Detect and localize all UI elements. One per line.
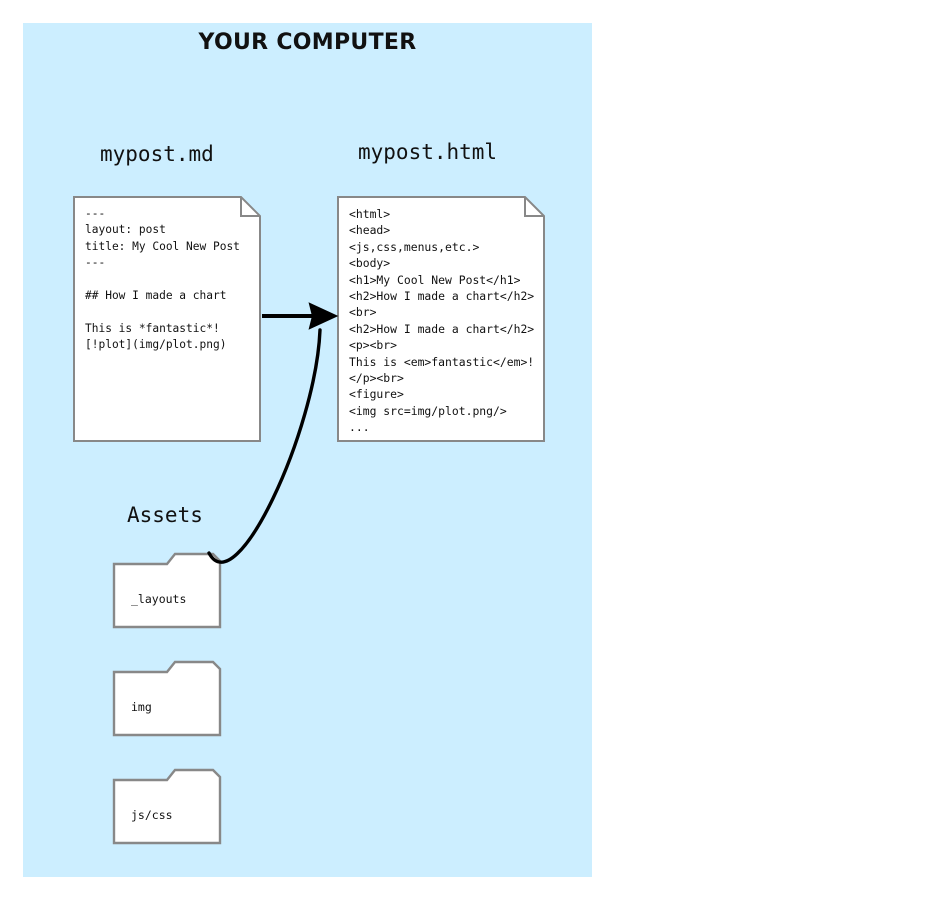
folder-js-css[interactable]: js/css bbox=[112, 768, 222, 845]
folder-layouts[interactable]: _layouts bbox=[112, 552, 222, 629]
document-page-icon bbox=[337, 196, 545, 442]
folder-img[interactable]: img bbox=[112, 660, 222, 737]
markdown-file-caption: mypost.md bbox=[100, 142, 214, 166]
folder-icon bbox=[112, 552, 222, 629]
assets-section-caption: Assets bbox=[127, 503, 203, 527]
document-page-icon bbox=[73, 196, 261, 442]
page-title: YOUR COMPUTER bbox=[198, 30, 417, 55]
folder-icon bbox=[112, 660, 222, 737]
html-file-caption: mypost.html bbox=[358, 140, 498, 164]
html-document[interactable]: <html> <head> <js,css,menus,etc.> <body>… bbox=[337, 196, 545, 442]
folder-icon bbox=[112, 768, 222, 845]
markdown-document[interactable]: --- layout: post title: My Cool New Post… bbox=[73, 196, 261, 442]
